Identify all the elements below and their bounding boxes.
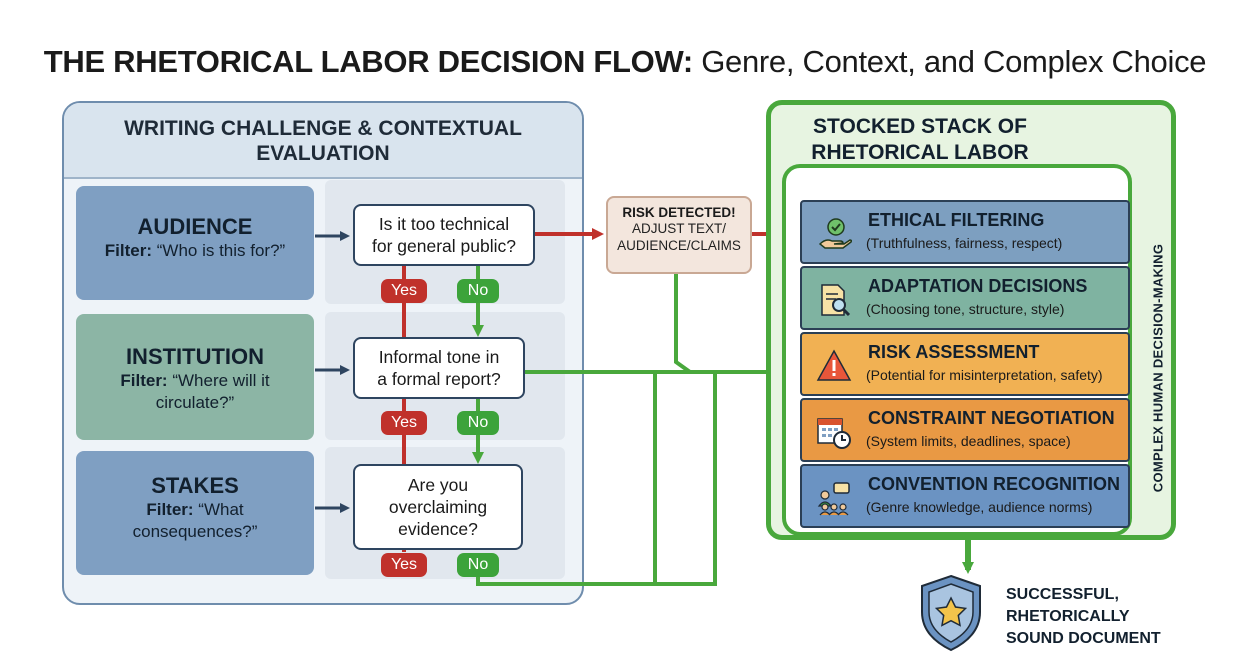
document-magnifier-icon (821, 284, 851, 317)
audience-filter: AUDIENCE Filter: “Who is this for?” (76, 186, 314, 300)
layer-title: CONSTRAINT NEGOTIATION (868, 408, 1115, 428)
filter-heading: AUDIENCE (137, 214, 253, 239)
calendar-clock-icon (817, 418, 851, 449)
green-risk-to-stack (674, 274, 780, 378)
layer-title: ADAPTATION DECISIONS (868, 276, 1088, 296)
filter-text-cont: consequences?” (132, 522, 258, 541)
layer-ethical-filtering: ETHICAL FILTERING (Truthfulness, fairnes… (800, 200, 1130, 264)
panel-header-line2: EVALUATION (256, 142, 390, 165)
layer-subtitle: (Truthfulness, fairness, respect) (866, 235, 1063, 251)
title-bold: THE RHETORICAL LABOR DECISION FLOW: (43, 44, 693, 79)
risk-line1: ADJUST TEXT/ (631, 221, 727, 236)
side-label: COMPLEX HUMAN DECISION-MAKING (1150, 243, 1166, 493)
diagram-title: THE RHETORICAL LABOR DECISION FLOW: Genr… (0, 44, 1250, 80)
layer-subtitle: (Potential for misinterpretation, safety… (866, 367, 1103, 383)
green-q3-no-route-2 (655, 372, 717, 586)
yes-badge-2: Yes (381, 411, 427, 435)
risk-heading: RISK DETECTED! (622, 205, 736, 220)
people-chat-icon (817, 482, 850, 516)
filter-heading: INSTITUTION (125, 344, 265, 369)
filter-text: Filter: “What (146, 500, 244, 519)
outcome-label: SUCCESSFUL, RHETORICALLY SOUND DOCUMENT (1006, 586, 1161, 647)
filter-text-cont: circulate?” (155, 393, 235, 412)
layer-title: ETHICAL FILTERING (868, 210, 1045, 230)
layer-risk-assessment: RISK ASSESSMENT (Potential for misinterp… (800, 332, 1130, 396)
risk-detected-box: RISK DETECTED! ADJUST TEXT/ AUDIENCE/CLA… (606, 196, 752, 274)
no-badge-1: No (457, 279, 499, 303)
filter-text: Filter: “Who is this for?” (104, 241, 286, 260)
layer-adaptation-decisions: ADAPTATION DECISIONS (Choosing tone, str… (800, 266, 1130, 330)
stack-title: STOCKED STACK OF RHETORICAL LABOR (811, 115, 1029, 164)
layer-constraint-negotiation: CONSTRAINT NEGOTIATION (System limits, d… (800, 398, 1130, 462)
warning-triangle-icon (816, 349, 852, 381)
stakes-filter: STAKES Filter: “What consequences?” (76, 451, 314, 575)
panel-header-line1: WRITING CHALLENGE & CONTEXTUAL (124, 117, 522, 140)
risk-line2: AUDIENCE/CLAIMS (617, 238, 741, 253)
no-badge-2: No (457, 411, 499, 435)
filter-heading: STAKES (151, 473, 239, 498)
green-q3-no-route (476, 372, 657, 586)
panel-header: WRITING CHALLENGE & CONTEXTUAL EVALUATIO… (64, 103, 582, 179)
layer-subtitle: (Choosing tone, structure, style) (866, 301, 1065, 317)
layer-title: RISK ASSESSMENT (868, 342, 1040, 362)
ethics-hand-check-icon (818, 218, 852, 249)
yes-badge-1: Yes (381, 279, 427, 303)
layer-subtitle: (System limits, deadlines, space) (866, 433, 1071, 449)
layer-subtitle: (Genre knowledge, audience norms) (866, 499, 1093, 515)
layer-convention-recognition: CONVENTION RECOGNITION (Genre knowledge,… (800, 464, 1130, 528)
filter-text: Filter: “Where will it (120, 371, 270, 390)
title-rest: Genre, Context, and Complex Choice (692, 44, 1207, 79)
shield-star-icon (921, 574, 981, 652)
yes-badge-3: Yes (381, 553, 427, 577)
institution-filter: INSTITUTION Filter: “Where will it circu… (76, 314, 314, 440)
no-badge-3: No (457, 553, 499, 577)
layer-title: CONVENTION RECOGNITION (868, 474, 1121, 494)
